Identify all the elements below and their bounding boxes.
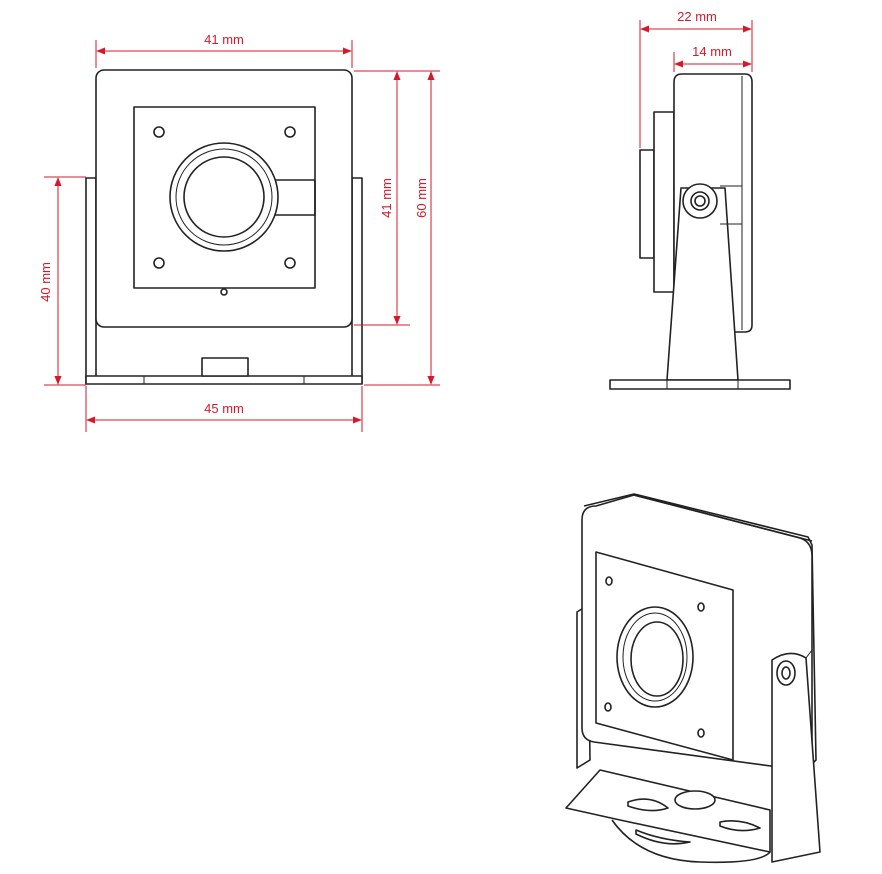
lens-glass <box>183 156 265 238</box>
dim-label-total-height: 60 mm <box>414 178 429 218</box>
dim-label-body-height: 41 mm <box>379 178 394 218</box>
side-dimensions: 22 mm 14 mm <box>639 9 753 148</box>
screw-hole <box>284 257 296 269</box>
bracket-right-arm <box>351 177 363 384</box>
bracket-base <box>85 375 363 385</box>
dim-label-base-width: 45 mm <box>204 401 244 416</box>
persp-base <box>565 769 771 853</box>
side-view <box>609 73 791 390</box>
front-dimensions: 41 mm 41 mm 60 mm 40 mm 45 mm <box>38 32 440 432</box>
persp-bracket-right <box>771 652 821 863</box>
side-face-plate <box>653 111 675 293</box>
persp-lens-outer <box>616 606 694 708</box>
lens-mid-ring <box>175 148 273 246</box>
persp-mount-hole <box>674 790 716 810</box>
pivot-bolt <box>682 183 718 219</box>
perspective-view <box>565 493 821 864</box>
screw-hole <box>284 126 296 138</box>
lens-tab <box>275 179 316 216</box>
front-view <box>85 69 363 385</box>
screw-hole <box>153 126 165 138</box>
mount-block <box>201 357 249 377</box>
dim-label-total-depth: 22 mm <box>677 9 717 24</box>
screw-hole <box>153 257 165 269</box>
side-base <box>609 379 791 390</box>
dim-label-body-depth: 14 mm <box>692 44 732 59</box>
persp-face-plate <box>595 551 734 761</box>
persp-pivot-bolt <box>776 660 796 686</box>
pinhole <box>220 288 228 296</box>
dim-label-top-width: 41 mm <box>204 32 244 47</box>
dim-label-bracket-height: 40 mm <box>38 262 53 302</box>
lens-outer-ring <box>169 142 279 252</box>
side-front-plate <box>639 149 655 259</box>
camera-body-front <box>95 69 353 328</box>
persp-lens-glass <box>630 621 684 697</box>
bracket-left-arm <box>85 177 97 384</box>
